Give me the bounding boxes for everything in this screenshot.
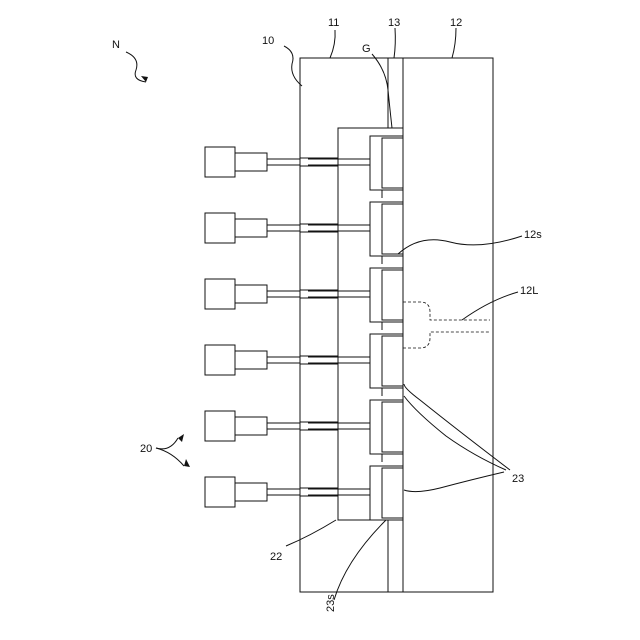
leader-13: [394, 28, 395, 58]
channel-12l: [403, 302, 490, 320]
pad-23s: [382, 468, 403, 518]
label-13: 13: [388, 17, 400, 29]
motor-nose: [235, 153, 267, 171]
leader-22: [286, 520, 336, 546]
leader-23s: [334, 520, 386, 600]
label-22: 22: [270, 551, 282, 563]
motor-body: [205, 279, 235, 309]
block-12: [403, 58, 493, 592]
label-20: 20: [140, 443, 152, 455]
arrow-20-head-a: [178, 434, 184, 442]
label-11: 11: [328, 17, 339, 29]
leader-10: [284, 46, 302, 86]
label-12: 12: [450, 17, 462, 29]
leader-20-b: [156, 448, 184, 466]
motor-nose: [235, 219, 267, 237]
label-12s: 12s: [524, 229, 542, 241]
motor-nose: [235, 483, 267, 501]
motor-nose: [235, 417, 267, 435]
channel-12l-lower: [403, 332, 490, 348]
label-23: 23: [512, 473, 524, 485]
leader-11: [330, 30, 335, 58]
motor-body: [205, 345, 235, 375]
label-10: 10: [262, 35, 274, 47]
pad-23s: [382, 402, 403, 452]
motor-body: [205, 213, 235, 243]
pad-23s: [382, 138, 403, 188]
leader-12s: [398, 236, 522, 254]
leader-g: [372, 54, 392, 128]
motor-body: [205, 411, 235, 441]
label-23s: 23s: [325, 594, 337, 612]
label-n: N: [112, 39, 120, 51]
motor-nose: [235, 351, 267, 369]
label-g: G: [362, 43, 371, 55]
motor-body: [205, 477, 235, 507]
leader-23-a: [404, 384, 510, 470]
leader-20-a: [156, 438, 178, 449]
motor-body: [205, 147, 235, 177]
pad-23s: [382, 336, 403, 386]
leader-23-b: [404, 396, 506, 470]
pad-23s: [382, 270, 403, 320]
leader-12l: [462, 292, 518, 320]
motor-nose: [235, 285, 267, 303]
arrow-20-head-b: [184, 459, 190, 467]
leader-23-c: [404, 472, 504, 492]
pad-23s: [382, 204, 403, 254]
label-12l: 12L: [520, 285, 538, 297]
leader-12: [452, 28, 456, 58]
